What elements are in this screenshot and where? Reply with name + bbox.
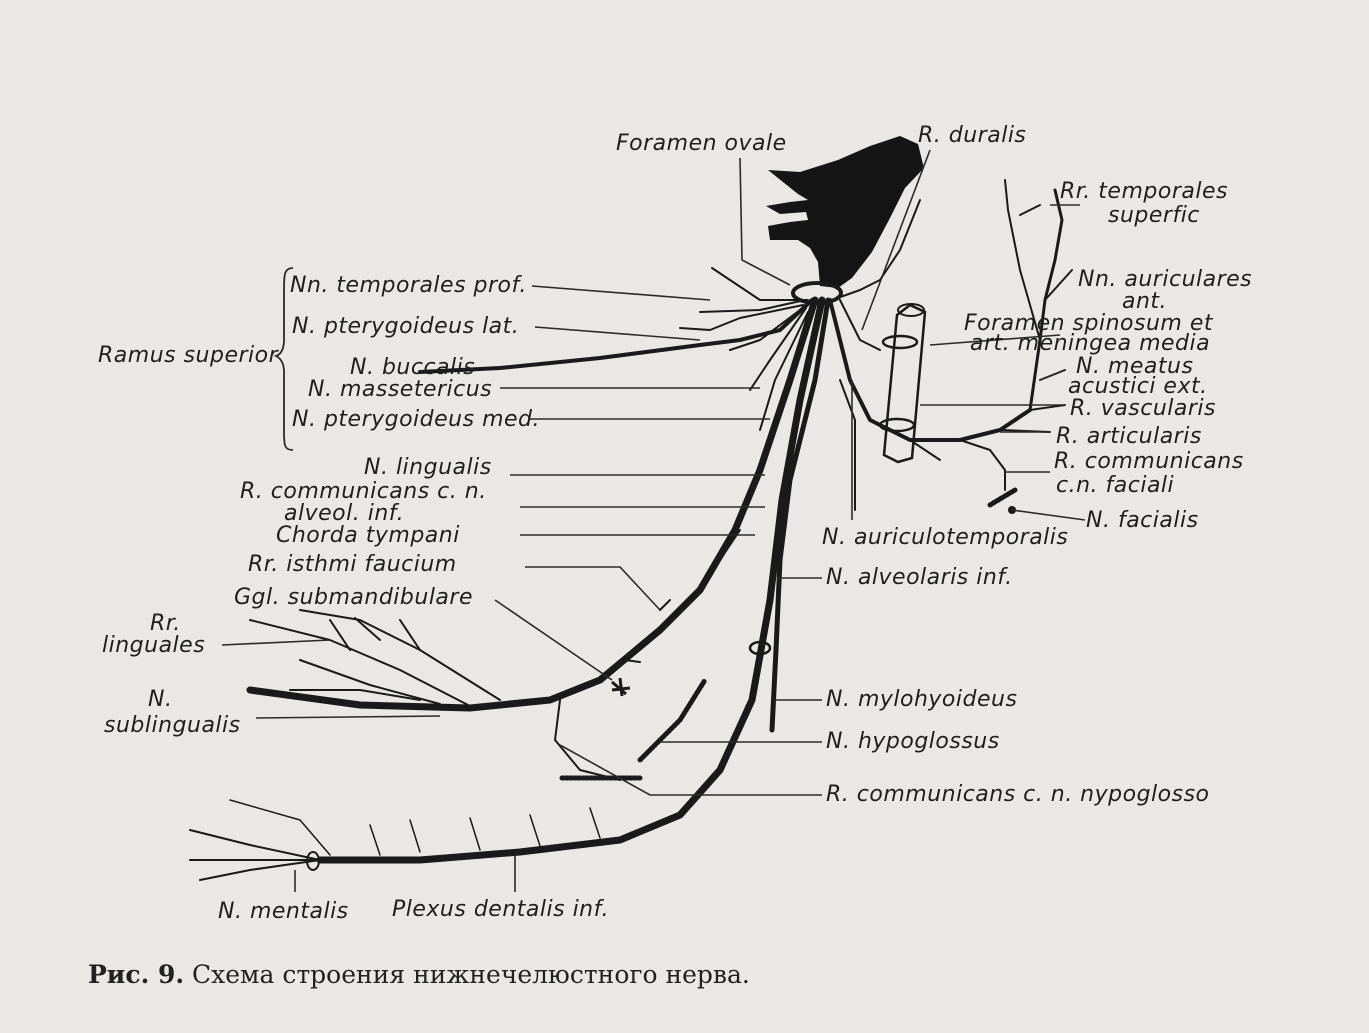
label-n-sublingualis-2: sublingualis xyxy=(104,713,241,738)
label-r-vascularis: R. vascularis xyxy=(1070,396,1216,421)
label-n-pterygoideus-med: N. pterygoideus med. xyxy=(292,407,540,432)
label-ramus-superior: Ramus superior xyxy=(98,343,280,368)
label-n-mylohyoideus: N. mylohyoideus xyxy=(826,687,1017,712)
label-chorda-tympani: Chorda tympani xyxy=(276,523,460,548)
label-r-communicans-hypoglosso: R. communicans c. n. nypoglosso xyxy=(826,782,1209,807)
label-rr-linguales-2: linguales xyxy=(102,633,205,658)
label-n-sublingualis-1: N. xyxy=(148,687,172,712)
label-foramen-ovale: Foramen ovale xyxy=(616,131,787,156)
label-n-hypoglossus: N. hypoglossus xyxy=(826,729,1000,754)
label-foramen-spinosum-2: art. meningea media xyxy=(970,331,1210,356)
label-n-pterygoideus-lat: N. pterygoideus lat. xyxy=(292,314,519,339)
label-r-communicans-facial-1: R. communicans xyxy=(1054,449,1244,474)
label-n-massetericus: N. massetericus xyxy=(308,377,492,402)
label-n-alveolaris-inf: N. alveolaris inf. xyxy=(826,565,1013,590)
label-r-communicans-facial-2: c.n. faciali xyxy=(1056,473,1174,498)
label-n-lingualis: N. lingualis xyxy=(364,455,492,480)
dental-plexus xyxy=(190,642,770,880)
label-plexus-dentalis-inf: Plexus dentalis inf. xyxy=(392,897,609,922)
label-nn-temporales-prof: Nn. temporales prof. xyxy=(290,273,527,298)
nerve-root-silhouette xyxy=(766,136,924,288)
label-n-mentalis: N. mentalis xyxy=(218,899,349,924)
label-r-articularis: R. articularis xyxy=(1056,424,1202,449)
label-n-facialis: N. facialis xyxy=(1086,508,1199,533)
label-rr-temporales-1: Rr. temporales xyxy=(1060,179,1228,204)
labels: Foramen ovale R. duralis Rr. temporales … xyxy=(98,123,1252,924)
label-r-duralis: R. duralis xyxy=(918,123,1026,148)
label-rr-isthmi-faucium: Rr. isthmi faucium xyxy=(248,552,457,577)
facial-nerve-stub xyxy=(990,490,1015,505)
label-n-auriculotemporalis: N. auriculotemporalis xyxy=(822,525,1068,550)
label-ggl-submandibulare: Ggl. submandibulare xyxy=(234,585,473,610)
label-rr-temporales-2: superfic xyxy=(1108,203,1200,228)
figure-caption: Рис. 9. Схема строения нижнечелюстного н… xyxy=(88,960,750,989)
figure-number: Рис. 9. xyxy=(88,960,184,989)
figure-caption-text: Схема строения нижнечелюстного нерва. xyxy=(192,960,750,989)
